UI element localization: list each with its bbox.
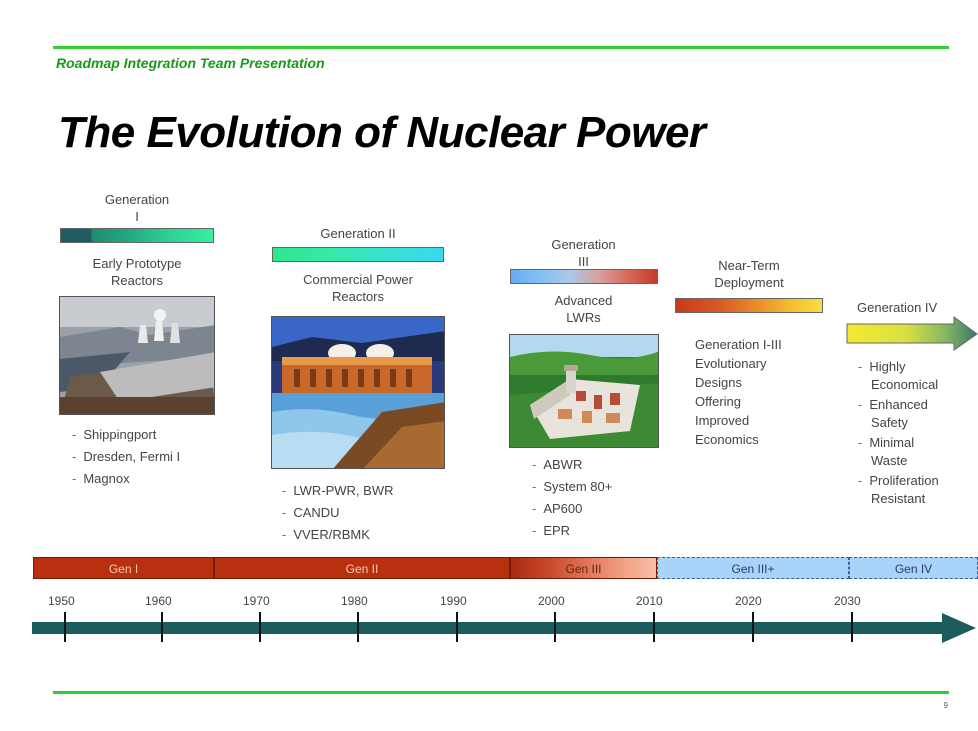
gen1-description: Early Prototype Reactors bbox=[92, 256, 182, 288]
era-gen3-plus: Gen III+ bbox=[657, 557, 849, 579]
list-item: -EPR bbox=[532, 523, 571, 538]
year-label: 1970 bbox=[243, 594, 270, 608]
timeline-tick bbox=[64, 612, 66, 642]
gen2-description: Commercial Power Reactors bbox=[303, 272, 413, 304]
gen3-color-bar bbox=[510, 269, 658, 284]
gen4-label: Generation IV bbox=[857, 300, 938, 315]
list-item: -Shippingport bbox=[72, 427, 157, 442]
list-item: -ABWR bbox=[532, 457, 583, 472]
timeline-tick bbox=[161, 612, 163, 642]
timeline-tick bbox=[357, 612, 359, 642]
gen2-reactor-photo bbox=[271, 316, 445, 469]
era-gen4: Gen IV bbox=[849, 557, 978, 579]
gen3-label: Generation III bbox=[551, 237, 616, 269]
gen3-plant-illustration bbox=[509, 334, 659, 448]
slide-title: The Evolution of Nuclear Power bbox=[58, 108, 706, 157]
gen1-reactor-photo bbox=[59, 296, 215, 415]
gen4-arrow-bar bbox=[846, 316, 978, 351]
year-label: 2000 bbox=[538, 594, 565, 608]
top-rule bbox=[53, 46, 949, 49]
gen1-label: Generation I bbox=[104, 192, 170, 224]
gen2-color-bar bbox=[272, 247, 444, 262]
list-item: -VVER/RBMK bbox=[282, 527, 370, 542]
year-label: 2030 bbox=[834, 594, 861, 608]
list-item: -AP600 bbox=[532, 501, 583, 516]
gen1-color-bar bbox=[60, 228, 214, 243]
near-term-color-bar bbox=[675, 298, 823, 313]
timeline-tick bbox=[554, 612, 556, 642]
year-label: 2010 bbox=[636, 594, 663, 608]
list-item: -CANDU bbox=[282, 505, 340, 520]
year-label: 1960 bbox=[145, 594, 172, 608]
bottom-rule bbox=[53, 691, 949, 694]
era-gen2: Gen II bbox=[214, 557, 510, 579]
list-item: -System 80+ bbox=[532, 479, 613, 494]
list-item: -LWR-PWR, BWR bbox=[282, 483, 394, 498]
timeline-tick bbox=[653, 612, 655, 642]
timeline-tick bbox=[259, 612, 261, 642]
timeline-tick bbox=[851, 612, 853, 642]
list-item: -Magnox bbox=[72, 471, 130, 486]
timeline-arrow bbox=[32, 613, 976, 643]
gen3-examples-list: -ABWR -System 80+ -AP600 -EPR bbox=[532, 454, 612, 542]
gen3-description: Advanced LWRs bbox=[554, 293, 613, 325]
near-term-label: Near-Term Deployment bbox=[714, 258, 784, 290]
year-label: 2020 bbox=[735, 594, 762, 608]
year-label: 1950 bbox=[48, 594, 75, 608]
gen2-label: Generation II bbox=[320, 226, 396, 241]
page-number: 9 bbox=[943, 701, 948, 710]
year-label: 1990 bbox=[440, 594, 467, 608]
era-gen3: Gen III bbox=[510, 557, 657, 579]
era-gen1: Gen I bbox=[33, 557, 214, 579]
gen1-examples-list: -Shippingport -Dresden, Fermi I -Magnox bbox=[72, 424, 180, 490]
list-item: -Dresden, Fermi I bbox=[72, 449, 181, 464]
timeline-tick bbox=[456, 612, 458, 642]
presentation-header: Roadmap Integration Team Presentation bbox=[56, 55, 325, 71]
timeline-tick bbox=[752, 612, 754, 642]
year-label: 1980 bbox=[341, 594, 368, 608]
gen2-examples-list: -LWR-PWR, BWR -CANDU -VVER/RBMK bbox=[282, 480, 393, 546]
near-term-description: Generation I-III Evolutionary Designs Of… bbox=[695, 337, 782, 447]
